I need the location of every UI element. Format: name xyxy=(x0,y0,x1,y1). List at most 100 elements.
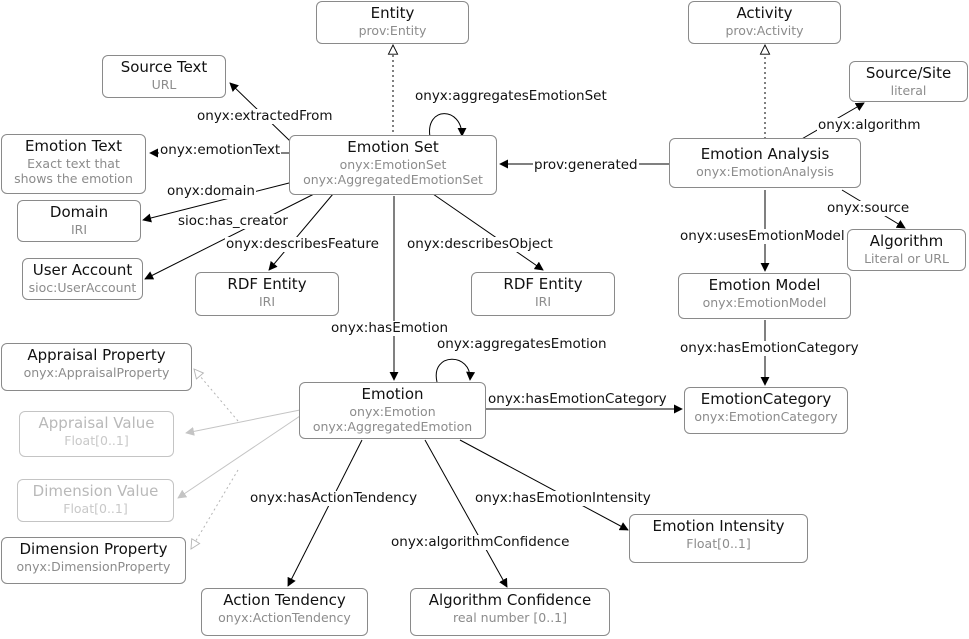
node-algorithm-confidence: Algorithm Confidence real number [0..1] xyxy=(410,588,610,636)
edge-aggregates-emotion xyxy=(435,358,476,383)
node-title: User Account xyxy=(32,261,133,279)
edge-describes-object xyxy=(432,193,544,271)
edge-aggregates-emotion-set xyxy=(429,113,467,138)
node-action-tendency: Action Tendency onyx:ActionTendency xyxy=(201,588,368,636)
node-title: Activity xyxy=(736,4,793,22)
node-subtitle: onyx:AppraisalProperty xyxy=(23,364,170,380)
node-algorithm: Algorithm Literal or URL xyxy=(847,229,966,271)
node-title: Dimension Value xyxy=(32,482,159,500)
node-title: Emotion Analysis xyxy=(700,145,830,163)
node-subtitle: onyx:EmotionAnalysis xyxy=(696,163,834,179)
edge-label-source: onyx:source xyxy=(826,200,911,216)
node-subtitle: literal xyxy=(890,82,927,98)
edge-faded-subclass-dimension xyxy=(191,469,239,549)
node-title: Emotion Text xyxy=(24,137,123,155)
edge-label-has-creator: sioc:has_creator xyxy=(177,213,289,229)
node-title: Emotion xyxy=(361,385,424,403)
node-subtitle: Float[0..1] xyxy=(686,535,751,551)
node-title: Domain xyxy=(49,203,109,221)
node-subtitle: Exact text that xyxy=(27,155,120,171)
node-rdf-entity-object: RDF Entity IRI xyxy=(471,272,615,316)
node-user-account: User Account sioc:UserAccount xyxy=(22,258,143,300)
node-subtitle: onyx:AggregatedEmotion xyxy=(312,419,473,435)
node-title: Action Tendency xyxy=(223,591,346,609)
node-subtitle: IRI xyxy=(70,221,88,237)
edge-has-emotion-intensity xyxy=(459,439,629,531)
node-title: RDF Entity xyxy=(227,275,307,293)
node-appraisal-property: Appraisal Property onyx:AppraisalPropert… xyxy=(1,343,192,391)
node-subtitle: onyx:DimensionProperty xyxy=(16,558,171,574)
node-subtitle: onyx:ActionTendency xyxy=(218,609,351,625)
node-activity: Activity prov:Activity xyxy=(688,1,841,44)
node-emotion-set: Emotion Set onyx:EmotionSet onyx:Aggrega… xyxy=(289,135,497,195)
node-title: Emotion Intensity xyxy=(652,517,785,535)
node-subtitle: real number [0..1] xyxy=(452,609,568,625)
node-source-site: Source/Site literal xyxy=(849,61,968,102)
node-title: Algorithm Confidence xyxy=(428,591,592,609)
node-subtitle: shows the emotion xyxy=(14,171,133,187)
edge-faded-dimension-value xyxy=(177,415,301,499)
node-emotion: Emotion onyx:Emotion onyx:AggregatedEmot… xyxy=(299,382,486,439)
edge-label-describes-feature: onyx:describesFeature xyxy=(225,236,380,252)
node-subtitle: sioc:UserAccount xyxy=(28,279,137,295)
node-title: Source/Site xyxy=(865,64,952,82)
node-rdf-entity-feature: RDF Entity IRI xyxy=(195,272,339,316)
edge-label-algorithm-confidence: onyx:algorithmConfidence xyxy=(390,534,571,550)
node-dimension-value: Dimension Value Float[0..1] xyxy=(17,479,174,522)
node-subtitle: IRI xyxy=(534,293,552,309)
edge-faded-subclass-appraisal xyxy=(194,369,239,422)
node-emotion-model: Emotion Model onyx:EmotionModel xyxy=(678,273,851,319)
edge-label-aggregates-emotion: onyx:aggregatesEmotion xyxy=(436,336,608,352)
node-title: Dimension Property xyxy=(19,540,168,558)
node-source-text: Source Text URL xyxy=(102,55,226,98)
edge-label-algorithm: onyx:algorithm xyxy=(817,117,922,133)
node-title: Appraisal Value xyxy=(38,414,155,432)
node-subtitle: onyx:EmotionSet xyxy=(339,156,447,172)
node-subtitle: onyx:AggregatedEmotionSet xyxy=(303,172,483,188)
node-title: EmotionCategory xyxy=(700,390,832,408)
edge-label-describes-object: onyx:describesObject xyxy=(406,236,554,252)
edge-label-has-emotion-intensity: onyx:hasEmotionIntensity xyxy=(474,490,652,506)
edge-has-creator xyxy=(144,193,315,280)
edge-label-model-has-emotion-category: onyx:hasEmotionCategory xyxy=(679,340,860,356)
node-subtitle: onyx:Emotion xyxy=(349,403,436,419)
edge-label-prov-generated: prov:generated xyxy=(533,157,639,173)
node-emotion-text: Emotion Text Exact text that shows the e… xyxy=(1,134,146,194)
edge-label-has-emotion-category: onyx:hasEmotionCategory xyxy=(487,391,668,407)
node-emotion-category: EmotionCategory onyx:EmotionCategory xyxy=(684,387,848,434)
node-title: Emotion Set xyxy=(347,138,439,156)
edge-label-extracted-from: onyx:extractedFrom xyxy=(196,108,334,124)
node-domain: Domain IRI xyxy=(17,200,141,242)
node-title: Entity xyxy=(370,4,415,22)
edge-algorithm-confidence xyxy=(424,439,508,588)
edge-label-has-action-tendency: onyx:hasActionTendency xyxy=(249,490,419,506)
node-subtitle: Literal or URL xyxy=(864,250,949,266)
edge-label-domain: onyx:domain xyxy=(166,183,256,199)
edge-domain xyxy=(142,181,294,223)
edge-describes-feature xyxy=(268,193,334,271)
node-subtitle: Float[0..1] xyxy=(64,432,129,448)
node-emotion-analysis: Emotion Analysis onyx:EmotionAnalysis xyxy=(669,138,861,188)
node-subtitle: prov:Activity xyxy=(725,22,804,38)
node-subtitle: IRI xyxy=(258,293,276,309)
node-subtitle: onyx:EmotionCategory xyxy=(694,408,838,424)
node-title: Algorithm xyxy=(869,232,944,250)
node-emotion-intensity: Emotion Intensity Float[0..1] xyxy=(629,514,808,563)
node-subtitle: Float[0..1] xyxy=(63,500,128,516)
node-entity: Entity prov:Entity xyxy=(316,1,469,44)
edge-faded-appraisal-value xyxy=(185,409,301,436)
edge-label-uses-emotion-model: onyx:usesEmotionModel xyxy=(679,228,846,244)
node-subtitle: onyx:EmotionModel xyxy=(702,294,827,310)
edge-label-aggregates-emotion-set: onyx:aggregatesEmotionSet xyxy=(414,88,608,104)
edge-has-action-tendency xyxy=(287,439,363,587)
node-title: Source Text xyxy=(120,58,208,76)
node-subtitle: URL xyxy=(151,76,177,92)
node-title: Emotion Model xyxy=(708,276,821,294)
node-appraisal-value: Appraisal Value Float[0..1] xyxy=(19,411,174,457)
node-title: Appraisal Property xyxy=(27,346,166,364)
edge-label-has-emotion: onyx:hasEmotion xyxy=(330,320,450,336)
node-title: RDF Entity xyxy=(503,275,583,293)
edge-label-emotion-text: onyx:emotionText xyxy=(159,142,282,158)
node-dimension-property: Dimension Property onyx:DimensionPropert… xyxy=(1,537,186,584)
